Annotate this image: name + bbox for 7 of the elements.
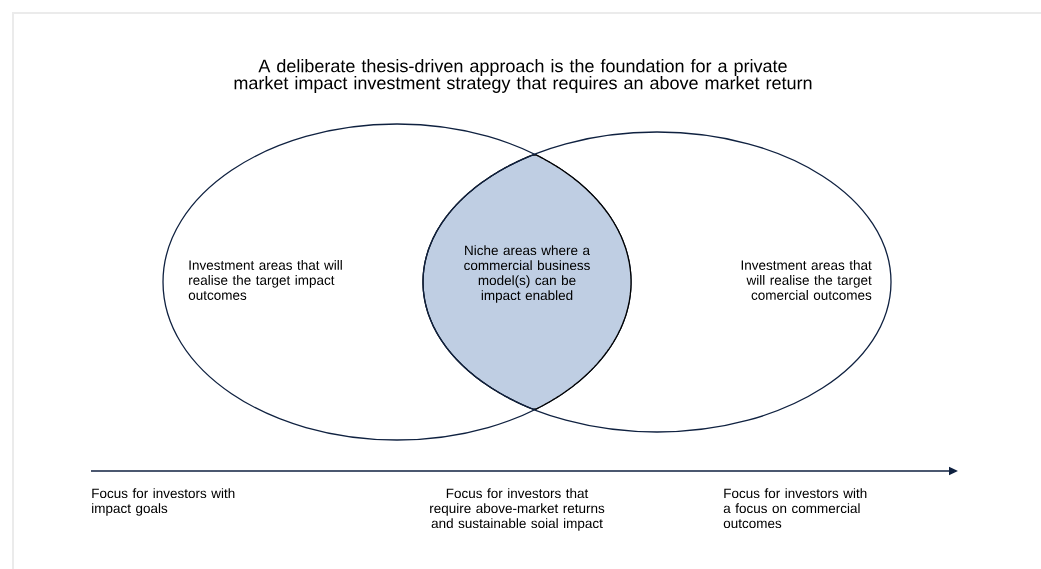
axis-label: Focus for investors with impact goals (92, 488, 235, 516)
axis-label: Focus for investors with a focus on commercial outcomes (723, 488, 867, 529)
ellipse-text: Investment areas that will realise the target impact outcomes (188, 260, 342, 300)
ellipse-text: Investment areas that will realise the target comercial outcomes (741, 260, 872, 300)
axis-label: Focus for investors that require above-market returns and sustainable soial impact (430, 488, 605, 531)
overlap-region: Niche areas where a commercial business model(s) can be impact enabled (422, 154, 632, 410)
title: A deliberate thesis-driven approach is the foundation for a private market impact investment strategy that requires an above market return (234, 59, 812, 93)
